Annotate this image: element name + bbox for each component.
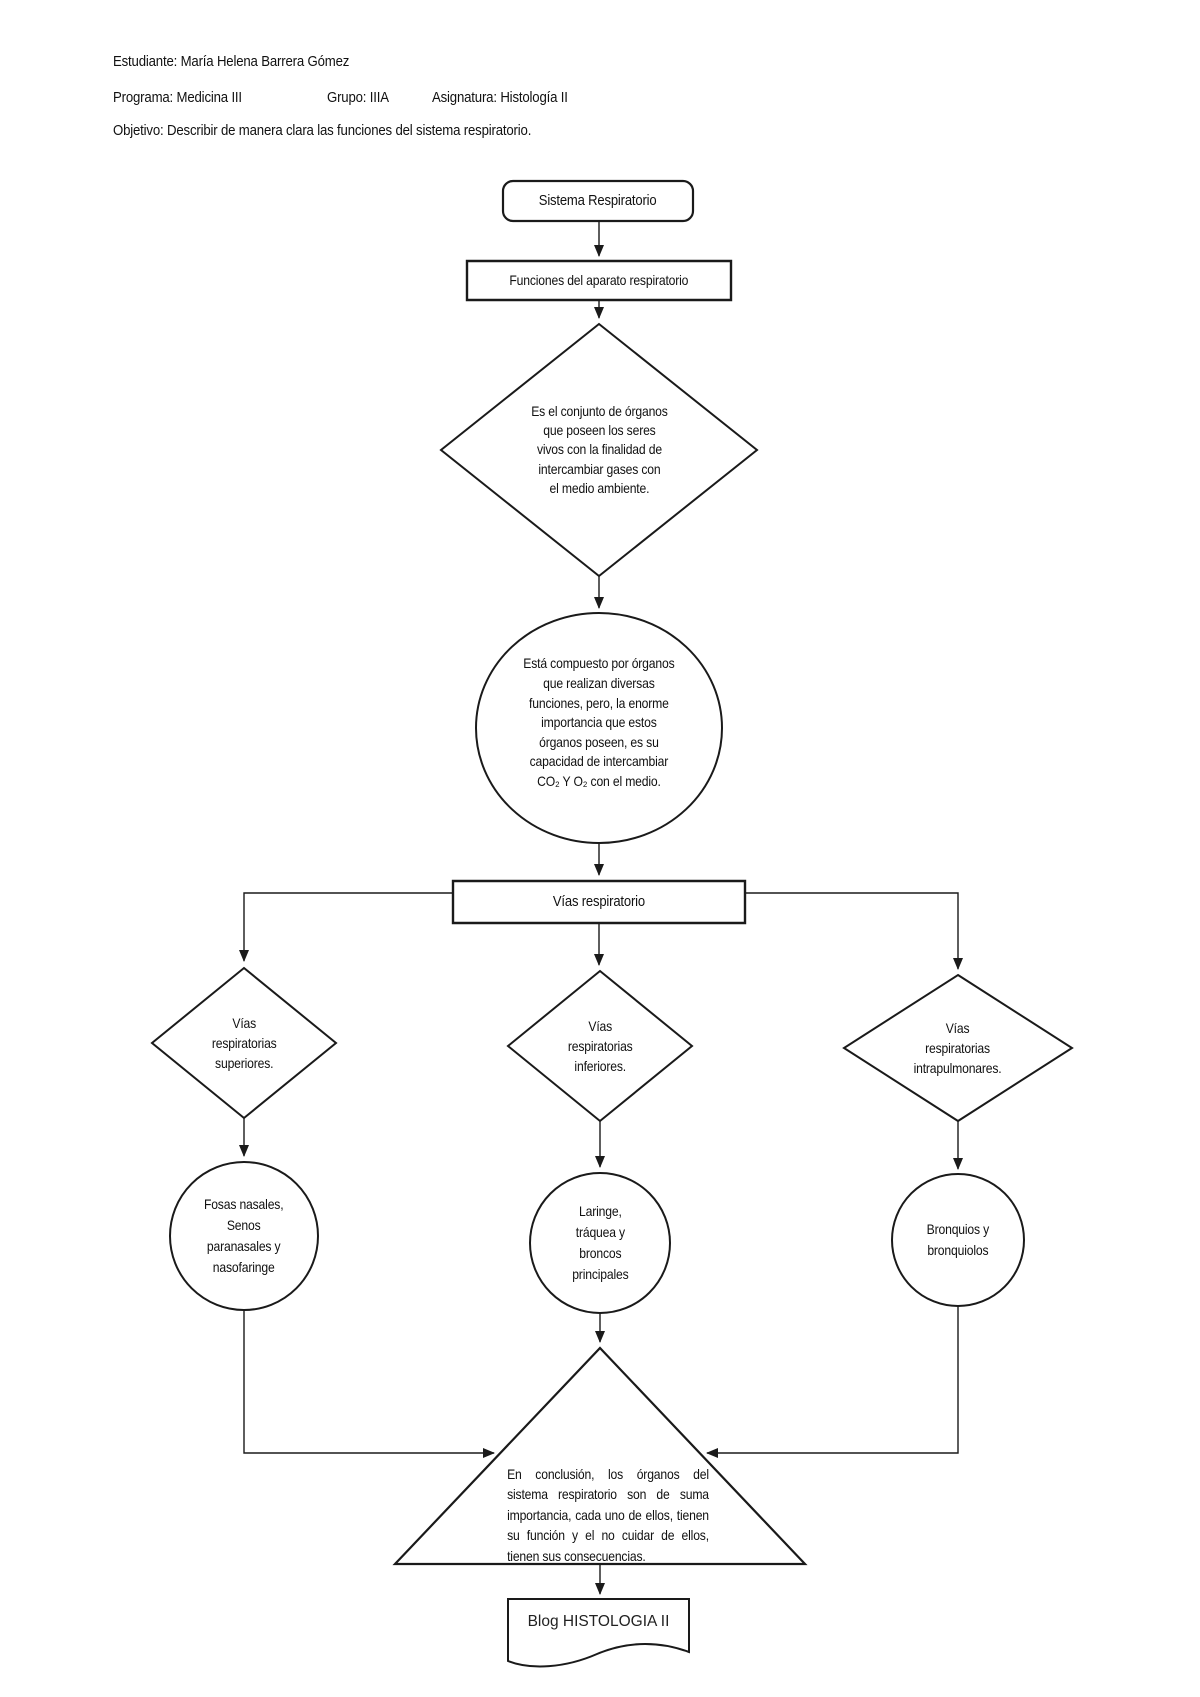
airways-box-text: Vías respiratorio [552, 893, 646, 911]
blog-document-text: Blog HISTOLOGIA II [527, 1613, 670, 1630]
lower-diamond-text: Vías respiratorias inferiores. [567, 1017, 633, 1075]
composition-circle-label: Está compuesto por órganos que realizan … [479, 641, 719, 805]
program-label: Programa: Medicina III [113, 89, 242, 106]
conclusion-line-3: importancia, cada uno de ellos, tienen [507, 1506, 709, 1523]
start-node-label: Sistema Respiratorio [503, 181, 693, 221]
bronchi-circle-shape [892, 1174, 1024, 1306]
bronchi-circle-text: Bronquios y bronquiolos [926, 1221, 990, 1258]
intrapulmonary-diamond-label: Vías respiratorias intrapulmonares. [874, 992, 1042, 1104]
connector-bronchi-to-conclusion [706, 1305, 958, 1458]
larynx-circle-text: Laringe, tráquea y broncos principales [571, 1203, 629, 1282]
larynx-circle-shape [530, 1173, 670, 1313]
group-label: Grupo: IIIA [327, 89, 389, 106]
conclusion-line-2: sistema respiratorio son de suma [507, 1486, 709, 1503]
conclusion-line-5: tienen sus consecuencias. [507, 1547, 646, 1564]
intrapulmonary-diamond-shape [844, 975, 1072, 1121]
start-node-shape [503, 181, 693, 221]
connector-airways-to-upper-diamond [239, 893, 453, 962]
conclusion-paragraph: En conclusión, los órganos del sistema r… [492, 1464, 724, 1566]
blog-document-shape [508, 1599, 689, 1666]
conclusion-line-4: su función y el no cuidar de ellos, [507, 1527, 709, 1544]
lower-diamond-shape [508, 971, 692, 1121]
nasal-circle-label: Fosas nasales, Senos paranasales y nasof… [172, 1166, 316, 1306]
intrapulmonary-diamond-text: Vías respiratorias intrapulmonares. [914, 1019, 1002, 1077]
definition-diamond-label: Es el conjunto de órganos que poseen los… [489, 383, 709, 517]
subject-label: Asignatura: Histología II [432, 89, 568, 106]
conclusion-line-1: En conclusión, los órganos del [507, 1466, 709, 1482]
larynx-circle-label: Laringe, tráquea y broncos principales [528, 1173, 672, 1313]
conclusion-triangle-shape [395, 1348, 805, 1564]
upper-diamond-text: Vías respiratorias superiores. [211, 1014, 277, 1072]
blog-document-label: Blog HISTOLOGIA II [508, 1599, 689, 1657]
start-node-text: Sistema Respiratorio [539, 192, 657, 210]
objective-line: Objetivo: Describir de manera clara las … [113, 122, 532, 139]
functions-box-text: Funciones del aparato respiratorio [509, 271, 689, 288]
nasal-circle-shape [170, 1162, 318, 1310]
bronchi-circle-label: Bronquios y bronquiolos [886, 1172, 1030, 1308]
functions-box-label: Funciones del aparato respiratorio [467, 261, 731, 300]
definition-diamond-text: Es el conjunto de órganos que poseen los… [530, 402, 668, 496]
airways-box-label: Vías respiratorio [453, 881, 745, 923]
upper-diamond-label: Vías respiratorias superiores. [160, 987, 328, 1099]
nasal-circle-text: Fosas nasales, Senos paranasales y nasof… [204, 1196, 284, 1275]
connector-nasal-to-conclusion [244, 1310, 495, 1458]
functions-box-shape [467, 261, 731, 300]
connector-airways-to-intrapulmonary-diamond [745, 893, 963, 970]
composition-circle-shape [476, 613, 722, 843]
definition-diamond-shape [441, 324, 757, 576]
student-line: Estudiante: María Helena Barrera Gómez [113, 53, 350, 70]
upper-diamond-shape [152, 968, 336, 1118]
lower-diamond-label: Vías respiratorias inferiores. [516, 990, 684, 1102]
composition-circle-text: Está compuesto por órganos que realizan … [523, 655, 675, 789]
airways-box-shape [453, 881, 745, 923]
